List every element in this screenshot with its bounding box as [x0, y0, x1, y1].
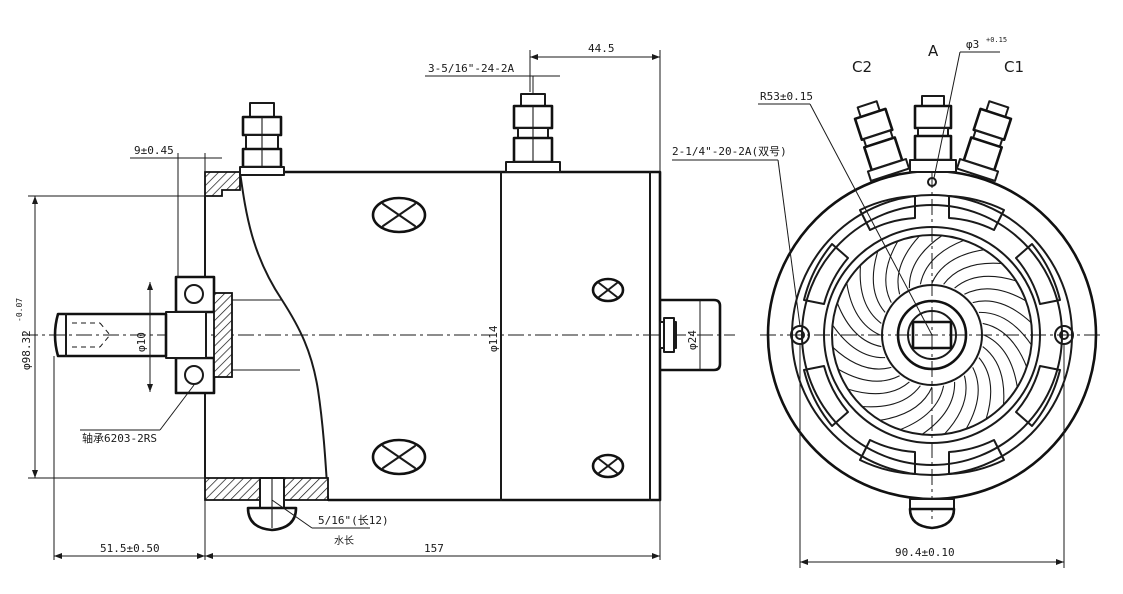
mounting-marks	[371, 196, 625, 479]
commutator-segment	[832, 346, 892, 370]
commutator-segment	[931, 249, 985, 284]
pin-dia-label: φ3	[966, 38, 979, 51]
len-90-4-label: 90.4±0.10	[895, 546, 955, 559]
commutator-segment	[862, 385, 921, 408]
radius-r53-label: R53±0.15	[760, 90, 813, 103]
bolt-thread-label: 5/16"(长12)	[318, 514, 389, 527]
commutator-segment	[943, 262, 1002, 285]
top-terminal-nut	[239, 102, 285, 176]
thread-side-label: 2-1/4"-20-2A(双号)	[672, 145, 787, 158]
commutator-segment	[832, 324, 886, 359]
end-hole-right	[1054, 325, 1074, 345]
terminal-c1-label: C1	[1004, 58, 1024, 76]
commutator-segment	[897, 235, 921, 295]
dia-10-label: φ10	[135, 332, 148, 352]
bearing-assembly	[165, 275, 233, 395]
bolt-note-label: 水长	[334, 535, 354, 547]
commutator-segment	[965, 367, 979, 430]
side-dimensions	[28, 50, 701, 560]
commutator-segment	[919, 239, 965, 285]
thread-top-label: 3-5/16"-24-2A	[428, 62, 514, 75]
pole-shoes	[803, 195, 1061, 475]
commutator-segment	[859, 265, 882, 324]
commutator-segment	[899, 385, 945, 431]
side-view: 3-5/16"-24-2A 44.5 9±0.45 φ98.32 -0.07 φ…	[15, 42, 735, 560]
commutator-segment	[982, 346, 1005, 405]
commutator-segment	[978, 311, 1032, 346]
dia-98-label: φ98.32	[20, 330, 33, 370]
hub-inner	[896, 299, 968, 371]
commutator-segment	[879, 386, 933, 421]
shaft-flat	[911, 320, 953, 350]
bottom-bolt	[246, 477, 298, 532]
commutator-segment	[964, 288, 1027, 302]
commutator-segment	[983, 334, 1018, 388]
terminal-c1	[955, 100, 1013, 182]
end-dimensions	[672, 51, 1065, 568]
commutator-segment	[921, 381, 956, 435]
armature-circle	[823, 226, 1041, 444]
mid-terminal-stud	[505, 93, 561, 173]
dia-24-label: φ24	[686, 330, 699, 350]
end-bottom-bolt	[908, 498, 956, 530]
commutator-segment	[846, 282, 881, 336]
offset-9-label: 9±0.45	[134, 144, 174, 157]
commutator-segment	[836, 302, 882, 348]
commutator-segment	[943, 375, 967, 435]
pin-tolerance-label: +0.15	[986, 36, 1007, 44]
top-flange	[204, 171, 241, 197]
len-51-5-label: 51.5±0.50	[100, 542, 160, 555]
output-shaft	[53, 312, 168, 358]
dia-98-tolerance: -0.07	[15, 298, 24, 322]
commutator-segment	[847, 381, 910, 395]
terminal-c2	[853, 100, 911, 182]
end-tab	[659, 298, 722, 372]
commutator-segment	[954, 275, 1017, 289]
commutator-segment	[872, 250, 886, 313]
len-157-label: 157	[424, 542, 444, 555]
locating-pin	[927, 177, 937, 187]
motor-housing	[232, 170, 662, 502]
commutator-segment	[972, 300, 1032, 324]
terminal-c2-label: C2	[852, 58, 872, 76]
hub-outer	[881, 284, 983, 386]
dia-114-label: φ114	[487, 325, 500, 352]
commutator-segment	[978, 357, 992, 420]
bearing-label: 轴承6203-2RS	[82, 431, 157, 445]
commutator-segment	[982, 322, 1028, 368]
commutator-segment	[908, 235, 943, 289]
commutator-segments	[832, 235, 1032, 435]
commutator-segment	[837, 368, 900, 382]
commutator-segment	[885, 240, 899, 303]
terminal-a-label: A	[928, 42, 939, 60]
end-view: C2 A C1 φ3 +0.15 R53±0.15 2-1/4"-20-2A(双…	[672, 36, 1100, 568]
len-44-5-label: 44.5	[588, 42, 615, 55]
terminal-a	[909, 95, 957, 173]
